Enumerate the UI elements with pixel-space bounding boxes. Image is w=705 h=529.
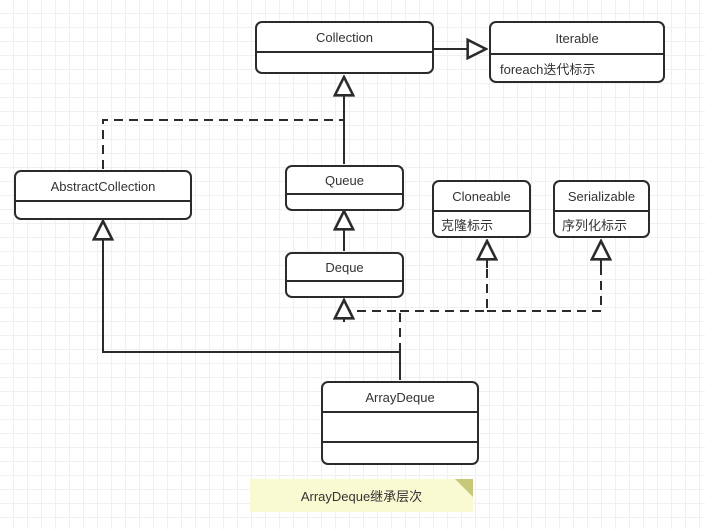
class-compartment-serializable-1: 序列化标示 bbox=[555, 210, 648, 236]
class-compartment-arraydeque-1 bbox=[323, 411, 477, 441]
edge-arraydeque-to-deque bbox=[344, 300, 401, 352]
class-compartment-iterable-1: foreach迭代标示 bbox=[491, 53, 663, 81]
class-box-collection[interactable]: Collection bbox=[255, 21, 434, 74]
edge-arraydeque-to-cloneable bbox=[400, 241, 487, 312]
class-name-collection: Collection bbox=[315, 29, 374, 45]
class-box-serializable[interactable]: Serializable 序列化标示 bbox=[553, 180, 650, 238]
note-fold-corner-icon bbox=[455, 479, 473, 497]
class-box-queue[interactable]: Queue bbox=[285, 165, 404, 211]
class-name-deque: Deque bbox=[325, 259, 364, 275]
class-name-arraydeque: ArrayDeque bbox=[365, 389, 435, 405]
class-compartment-deque-1 bbox=[287, 280, 402, 296]
class-name-serializable: Serializable bbox=[567, 188, 636, 204]
class-compartment-queue-1 bbox=[287, 193, 402, 209]
class-name-queue: Queue bbox=[324, 172, 365, 188]
edge-abstractcollection-to-collection bbox=[102, 119, 344, 169]
class-compartment-cloneable-1: 克隆标示 bbox=[434, 210, 529, 236]
diagram-note[interactable]: ArrayDeque继承层次 bbox=[250, 479, 473, 512]
class-compartment-collection-1 bbox=[257, 51, 432, 72]
class-box-arraydeque[interactable]: ArrayDeque bbox=[321, 381, 479, 465]
class-name-abstractcollection: AbstractCollection bbox=[50, 178, 156, 194]
edge-arraydeque-to-abstractcollection bbox=[103, 221, 401, 380]
class-name-iterable: Iterable bbox=[555, 30, 599, 46]
diagram-note-text: ArrayDeque继承层次 bbox=[300, 489, 423, 504]
class-name-cloneable: Cloneable bbox=[452, 188, 511, 204]
class-box-cloneable[interactable]: Cloneable 克隆标示 bbox=[432, 180, 531, 238]
class-box-deque[interactable]: Deque bbox=[285, 252, 404, 298]
class-box-abstractcollection[interactable]: AbstractCollection bbox=[14, 170, 192, 220]
class-compartment-abstractcollection-1 bbox=[16, 200, 190, 218]
class-compartment-arraydeque-2 bbox=[323, 441, 477, 463]
class-box-iterable[interactable]: Iterable foreach迭代标示 bbox=[489, 21, 665, 83]
edge-arraydeque-to-serializable bbox=[487, 241, 601, 312]
